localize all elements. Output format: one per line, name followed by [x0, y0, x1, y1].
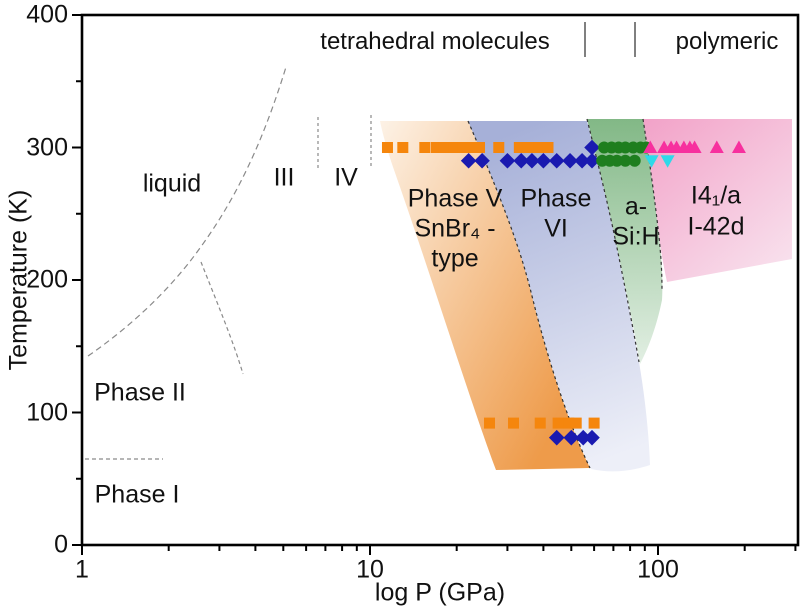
marker-diamond — [548, 152, 565, 169]
marker-diamond — [524, 152, 540, 169]
x-axis-title: log P (GPa) — [374, 578, 506, 607]
marker-square — [474, 142, 486, 153]
marker-square — [533, 142, 545, 153]
marker-square — [588, 417, 600, 429]
marker-square — [463, 142, 475, 153]
marker-square — [522, 142, 534, 153]
marker-square — [542, 142, 554, 153]
marker-triangle-up — [731, 140, 746, 153]
marker-square — [513, 142, 525, 153]
marker-diamond — [535, 152, 552, 169]
marker-diamond — [513, 152, 529, 169]
marker-diamond — [474, 152, 490, 169]
phase-ii-iii-line — [200, 261, 244, 375]
marker-square — [534, 417, 546, 429]
marker-triangle-up — [709, 140, 724, 153]
top-dividers — [584, 22, 636, 57]
marker-square — [552, 417, 564, 429]
marker-triangle-down — [644, 155, 659, 168]
marker-square — [457, 142, 469, 153]
marker-square — [381, 142, 393, 153]
marker-diamond — [584, 139, 600, 156]
marker-square — [570, 417, 582, 429]
marker-square — [419, 142, 431, 153]
axes — [72, 13, 800, 555]
phase-boundary-line — [586, 118, 640, 363]
phase-boundary-line — [467, 120, 591, 469]
marker-square — [563, 417, 575, 429]
marker-diamond — [562, 152, 578, 169]
marker-square — [430, 142, 442, 153]
marker-diamond — [574, 152, 590, 169]
region-phase-v — [380, 121, 590, 470]
marker-circle — [628, 154, 641, 167]
phase-regions — [380, 119, 792, 472]
y-axis-title: Temperature (K) — [4, 189, 33, 371]
marker-square — [438, 142, 450, 153]
marker-square — [484, 417, 496, 429]
liquid-melting-line — [87, 66, 287, 357]
marker-triangle-down — [660, 155, 675, 168]
marker-triangle-up — [687, 140, 702, 153]
phase-lines — [85, 66, 372, 460]
marker-square — [448, 142, 460, 153]
marker-circle — [619, 154, 632, 167]
marker-circle — [610, 154, 623, 167]
marker-square — [493, 142, 505, 153]
marker-diamond — [584, 152, 600, 169]
region-a-si-h — [587, 119, 663, 364]
marker-triangle-up — [643, 140, 658, 153]
region-i41a — [643, 119, 792, 282]
marker-square — [508, 417, 520, 429]
marker-square — [397, 142, 409, 153]
region-phase-vi — [468, 121, 650, 472]
marker-diamond — [460, 152, 477, 169]
